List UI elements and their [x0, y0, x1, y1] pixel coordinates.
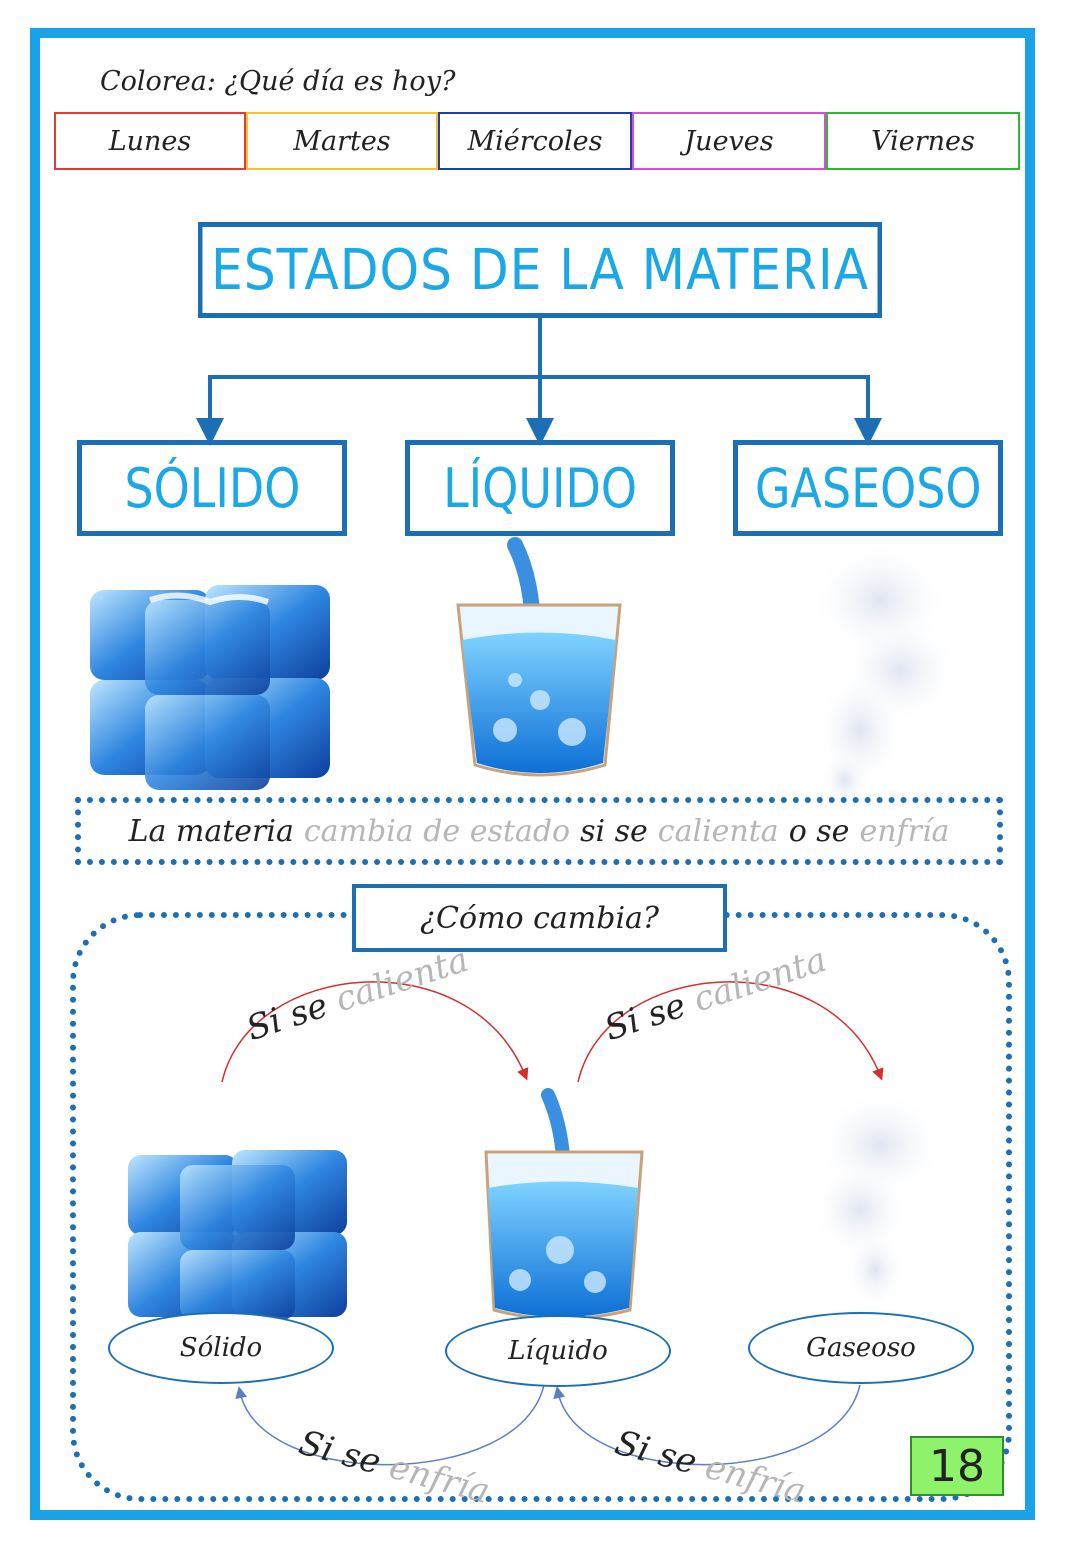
sentence-part-2: si se — [580, 813, 648, 849]
steam-icon — [810, 540, 960, 810]
sentence-trace-2[interactable]: calienta — [657, 813, 779, 849]
day-box-lunes[interactable]: Lunes — [54, 112, 246, 170]
sentence-part-3: o se — [788, 813, 850, 849]
day-box-martes[interactable]: Martes — [246, 112, 438, 170]
ellipse-solido: Sólido — [108, 1312, 334, 1384]
state-label-gaseoso: GASEOSO — [754, 456, 982, 520]
state-box-liquido: LÍQUIDO — [405, 440, 675, 536]
ellipse-label-gaseoso: Gaseoso — [806, 1333, 916, 1363]
ellipse-gaseoso: Gaseoso — [748, 1312, 974, 1384]
day-box-viernes[interactable]: Viernes — [826, 112, 1020, 170]
water-glass-icon — [456, 537, 622, 777]
state-label-liquido: LÍQUIDO — [443, 456, 637, 520]
day-box-jueves[interactable]: Jueves — [632, 112, 826, 170]
ice-cubes-icon — [90, 585, 330, 790]
page-title: ESTADOS DE LA MATERIA — [210, 237, 870, 303]
page-number: 18 — [929, 1440, 985, 1492]
heat-arrow-1 — [221, 981, 529, 1083]
title-box: ESTADOS DE LA MATERIA — [198, 222, 882, 318]
tree-connectors — [196, 318, 882, 446]
ellipse-liquido: Líquido — [445, 1315, 671, 1387]
process-question: ¿Cómo cambia? — [419, 900, 660, 936]
sentence-box: La materia cambia de estado si se calien… — [75, 797, 1003, 865]
heat-arrow-2 — [577, 981, 884, 1083]
water-glass-icon — [484, 1088, 644, 1321]
page-number-badge: 18 — [910, 1436, 1004, 1496]
ice-cubes-icon — [128, 1150, 347, 1320]
sentence-trace-3[interactable]: enfría — [859, 813, 950, 849]
sentence-part-1: La materia — [128, 813, 294, 849]
process-area — [70, 912, 1012, 1502]
cool-arrow-1 — [235, 1384, 545, 1466]
steam-icon — [810, 1090, 945, 1310]
state-label-solido: SÓLIDO — [124, 456, 300, 520]
cool-arrow-2 — [553, 1384, 861, 1466]
ellipse-label-solido: Sólido — [179, 1333, 263, 1363]
day-box-miercoles[interactable]: Miércoles — [438, 112, 632, 170]
day-instruction: Colorea: ¿Qué día es hoy? — [100, 66, 456, 97]
page-frame — [30, 28, 1035, 1520]
process-question-box: ¿Cómo cambia? — [352, 884, 727, 952]
ellipse-label-liquido: Líquido — [508, 1336, 608, 1366]
sentence-trace-1[interactable]: cambia de estado — [303, 813, 571, 849]
